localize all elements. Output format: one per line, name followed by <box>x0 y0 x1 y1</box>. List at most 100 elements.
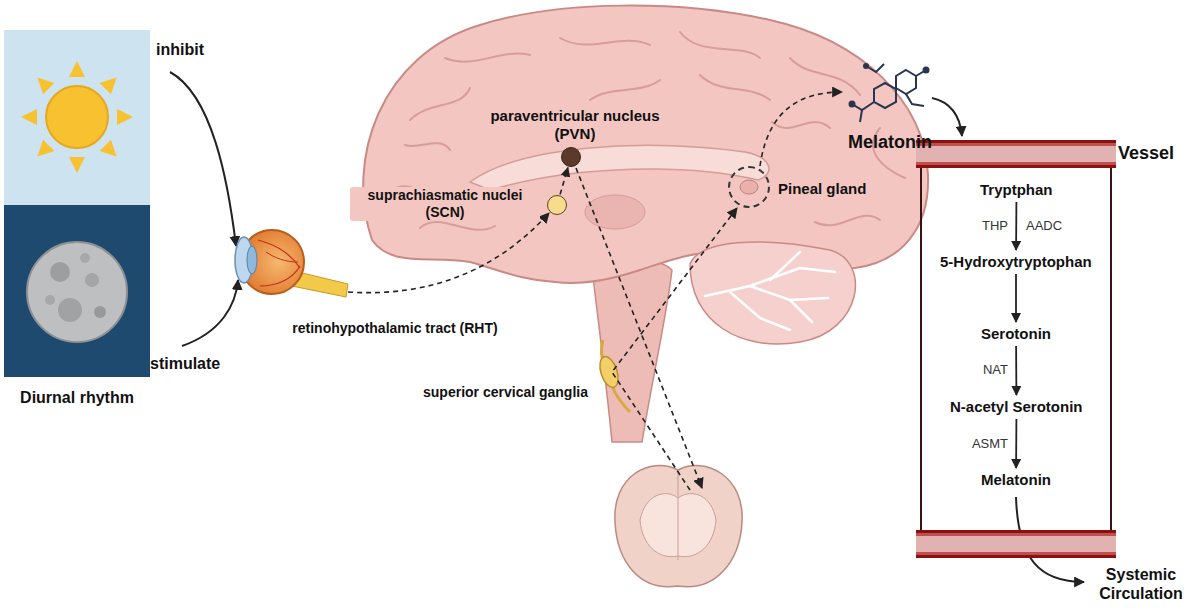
pathway-arrow <box>1015 346 1017 395</box>
brain-illustration <box>790 58 860 95</box>
melatonin-molecule <box>850 64 929 122</box>
node-label: Vessel <box>1118 143 1174 165</box>
night-panel <box>4 205 150 377</box>
enzyme-label: NAT <box>950 362 1008 378</box>
night-panel <box>85 273 99 287</box>
neural-connector <box>560 168 568 195</box>
vessel-wall <box>1110 168 1112 530</box>
neuron-illustration <box>596 340 630 412</box>
brain-illustration <box>815 216 880 226</box>
brain-illustration <box>705 252 835 330</box>
node-label: suprachiasmatic nuclei (SCN) <box>350 187 540 221</box>
eye-illustration <box>260 266 300 286</box>
brain-section <box>615 466 742 587</box>
eye-illustration <box>247 246 257 274</box>
brain-illustration <box>410 88 470 120</box>
eye-illustration <box>240 230 304 294</box>
pathway-arrow <box>1015 419 1017 468</box>
light-arrow <box>170 72 236 246</box>
brain-illustration <box>772 122 830 128</box>
eye-illustration <box>235 230 348 297</box>
light-arrow <box>182 280 238 346</box>
day-panel <box>117 109 133 125</box>
vessel-wall <box>920 168 922 530</box>
brain-illustration <box>470 145 769 190</box>
day-panel <box>32 72 55 95</box>
night-panel <box>4 205 150 377</box>
hormone-label: Melatonin <box>830 132 950 154</box>
light-arrow <box>170 72 238 346</box>
neuron-illustration <box>596 354 621 389</box>
day-panel <box>69 61 85 77</box>
brain-illustration <box>592 260 672 442</box>
nucleus-dot: paraventricular nucleus (PVN) <box>561 147 581 167</box>
brain-illustration <box>445 54 530 62</box>
day-panel <box>32 140 55 163</box>
nerve-pathway <box>612 208 737 490</box>
flow-arrow <box>932 98 1084 582</box>
melatonin-molecule <box>924 68 929 73</box>
brain-illustration <box>790 300 812 322</box>
brain-illustration <box>770 252 800 280</box>
day-panel <box>69 157 85 173</box>
brain-illustration <box>405 143 450 150</box>
melatonin-molecule <box>896 70 916 94</box>
panel-caption: Diurnal rhythm <box>4 388 150 407</box>
brain-illustration <box>705 268 800 296</box>
signal-label: inhibit <box>156 40 236 59</box>
night-panel <box>80 253 90 263</box>
pathway-label: retinohypothalamic tract (RHT) <box>290 320 500 337</box>
compound-name: Serotonin <box>981 325 1051 343</box>
night-panel <box>94 306 106 318</box>
compound-box: Serotonin <box>975 323 1057 345</box>
eye-illustration <box>266 252 298 262</box>
melatonin-molecule <box>874 83 896 108</box>
nerve-pathway <box>576 168 702 488</box>
node-label: Pineal gland <box>774 180 870 198</box>
compound-name: Melatonin <box>981 471 1051 489</box>
night-panel <box>50 262 70 282</box>
vessel-wall <box>916 140 1116 168</box>
brain-illustration <box>730 292 790 330</box>
melatonin-molecule <box>906 94 924 106</box>
nerve-pathway <box>348 213 549 293</box>
compound-box: Melatonin <box>975 469 1057 491</box>
pineal-gland-shape <box>740 180 758 194</box>
compound-box: N-acetyl Serotonin <box>944 396 1089 418</box>
brain-illustration <box>800 268 835 272</box>
node-label: paraventricular nucleus (PVN) <box>466 107 684 143</box>
nerve-pathway <box>348 92 842 490</box>
pathway-arrow <box>1015 202 1017 250</box>
compound-box: 5-Hydroxytryptophan <box>934 251 1098 273</box>
melatonin-molecule <box>850 102 855 107</box>
brain-illustration <box>690 242 855 344</box>
brain-illustration <box>700 75 770 100</box>
day-panel <box>4 30 150 205</box>
enzyme-label: THP <box>955 218 1008 234</box>
nucleus-circle: suprachiasmatic nuclei (SCN) <box>547 195 567 215</box>
nerve-pathway <box>760 92 842 166</box>
day-panel <box>100 140 123 163</box>
compound-name: Tryptphan <box>980 181 1053 199</box>
vessel-wall <box>916 530 1116 558</box>
pineal-gland-shape <box>740 180 758 194</box>
brain-illustration <box>590 80 660 100</box>
day-panel <box>46 86 108 148</box>
enzyme-label: AADC <box>1026 218 1088 234</box>
day-panel <box>21 109 37 125</box>
night-panel <box>58 298 82 322</box>
flow-arrow <box>932 98 962 136</box>
brain-section <box>678 470 679 560</box>
brain-section <box>615 466 742 587</box>
brain-illustration <box>560 38 650 45</box>
pineal-gland-outline: Pineal gland <box>728 166 770 208</box>
pathway-arrow <box>1015 274 1017 322</box>
melatonin-molecule <box>864 64 868 68</box>
day-panel <box>100 72 123 95</box>
signal-label: stimulate <box>150 354 245 373</box>
brain-illustration <box>363 6 928 283</box>
compound-box: Tryptphan <box>974 179 1059 201</box>
compound-name: N-acetyl Serotonin <box>950 398 1083 416</box>
